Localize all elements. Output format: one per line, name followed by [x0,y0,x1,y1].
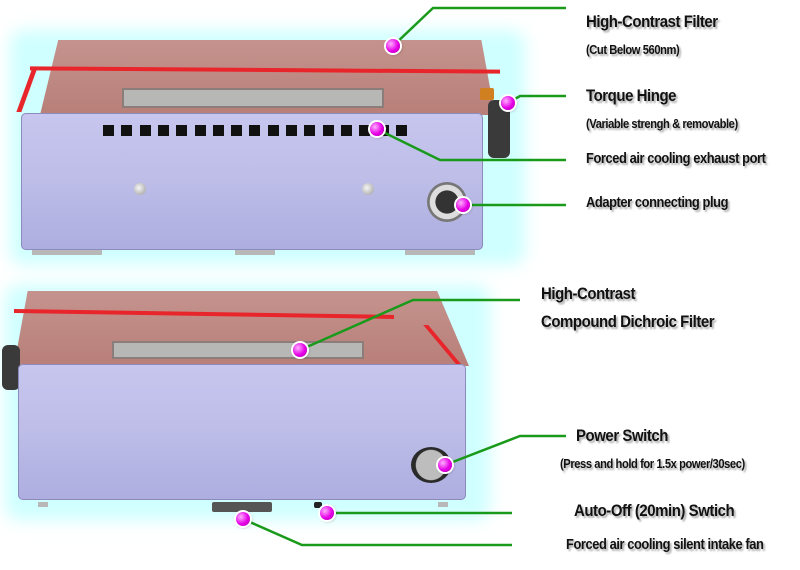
marker-torque-hinge[interactable] [501,96,515,110]
hinge-bracket-icon [488,100,510,158]
foot-icon [235,250,275,255]
marker-dichroic-filter[interactable] [293,343,307,357]
vent-slot [395,125,407,136]
sublabel-high-contrast-filter: (Cut Below 560nm) [586,42,680,57]
vent-slot [322,125,334,136]
sublabel-power-switch: (Press and hold for 1.5x power/30sec) [560,456,745,471]
marker-high-contrast-filter[interactable] [386,39,400,53]
label-adapter-plug: Adapter connecting plug [586,194,729,211]
foot-icon [38,502,48,507]
vent-slot [103,125,114,136]
leader-line-exhaust-port [376,127,566,162]
screw-icon [362,183,374,195]
intake-fan-icon [212,502,272,512]
label-torque-hinge: Torque Hinge [586,86,677,105]
vent-slot [176,125,188,136]
foot-icon [438,502,448,507]
auto-off-switch-icon [314,502,322,508]
vent-slot [359,125,371,136]
label-intake-fan: Forced air cooling silent intake fan [566,536,764,553]
label-exhaust-port: Forced air cooling exhaust port [586,150,766,167]
hinge-knob-icon [480,88,494,100]
vent-slot [121,125,133,136]
marker-auto-off-switch[interactable] [320,506,334,520]
vent-slot [212,125,224,136]
marker-exhaust-port[interactable] [370,122,384,136]
marker-adapter-plug[interactable] [456,198,470,212]
label-dichroic-filter-line2: Compound Dichroic Filter [541,312,715,331]
vent-slot [194,125,206,136]
label-high-contrast-filter: High-Contrast Filter [586,12,718,31]
vent-slot [304,125,316,136]
leader-line-intake-fan [242,517,512,547]
screw-icon [134,183,146,195]
sublabel-torque-hinge: (Variable strengh & removable) [586,116,738,131]
vent-slot [139,125,151,136]
bottom-housing [18,364,466,500]
vent-slot [340,125,352,136]
marker-power-switch[interactable] [438,458,452,472]
leader-line-torque-hinge [507,94,566,105]
foot-icon [405,250,475,255]
leader-line-high-contrast-filter [392,6,566,47]
vent-slot [267,125,279,136]
marker-intake-fan[interactable] [236,512,250,526]
label-dichroic-filter-line1: High-Contrast [541,284,636,303]
hinge-bracket-icon [2,345,20,390]
label-power-switch: Power Switch [576,426,668,445]
top-viewing-window [122,88,384,108]
leader-line-dichroic-filter [299,298,520,352]
vent-slot [249,125,261,136]
foot-icon [32,250,102,255]
label-auto-off-switch: Auto-Off (20min) Swtich [574,501,735,520]
vent-slot [286,125,297,136]
leader-line-power-switch [444,434,566,467]
vent-slot [157,125,169,136]
vent-slot [231,125,243,136]
